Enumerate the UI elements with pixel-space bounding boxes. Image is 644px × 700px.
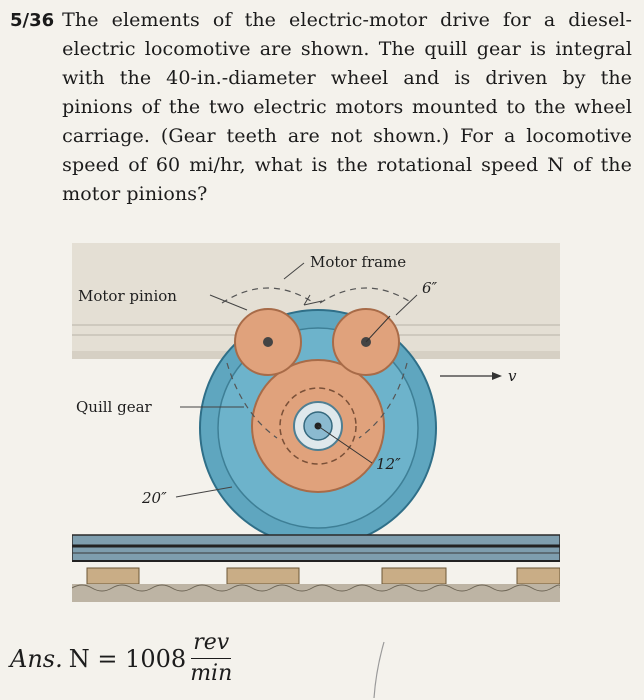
leader-pinion-tip [303,294,323,306]
problem-text: The elements of the electric-motor drive… [62,9,632,205]
problem-number: 5/36 [10,10,55,31]
motor-outline-right [319,287,413,304]
problem-statement: 5/36 The elements of the electric-motor … [10,6,632,209]
motor-pinion-label: Motor pinion [78,287,177,305]
answer-unit: rev min [190,628,232,689]
pinion-dimension-label: 6″ [422,279,438,297]
leader-pinion-dim [395,294,418,316]
pen-stroke [373,641,385,699]
pinion-radius-line [365,315,391,343]
motor-outline-left [221,287,315,304]
ballast [72,584,560,602]
leader-wheel-dim [175,486,233,498]
velocity-arrowhead-icon [492,372,502,380]
ballast-texture [72,584,560,592]
locomotive-drive-figure: Motor frame Motor pinion 6″ Quill gear v… [72,243,560,615]
leader-motor-frame [283,262,305,280]
rail-tie [86,567,140,585]
quill-dimension-label: 12″ [376,455,401,473]
answer-label: Ans. [10,644,63,673]
wheel-dimension-label: 20″ [141,489,167,507]
rail-tie [516,567,560,585]
drive-diagram: Motor frame Motor pinion 6″ Quill gear v… [72,243,560,602]
unit-denominator: min [190,661,233,686]
quill-gear-label: Quill gear [76,398,153,416]
rail-tie [226,567,300,585]
velocity-label: v [508,367,517,385]
motor-outline-right-lower [358,362,408,439]
motor-outline-left-lower [226,362,278,439]
unit-numerator: rev [191,628,232,659]
motor-frame-label: Motor frame [310,253,406,271]
pinion-left-center [263,337,273,347]
rail-tie [381,567,447,585]
leader-motor-pinion [209,294,248,311]
handwritten-answer: Ans. N = 1008 rev min [10,628,232,689]
rail [72,534,560,562]
quill-radius-line [317,425,373,464]
quill-pitch-circle [279,387,357,465]
answer-expression: N = 1008 [68,644,187,673]
